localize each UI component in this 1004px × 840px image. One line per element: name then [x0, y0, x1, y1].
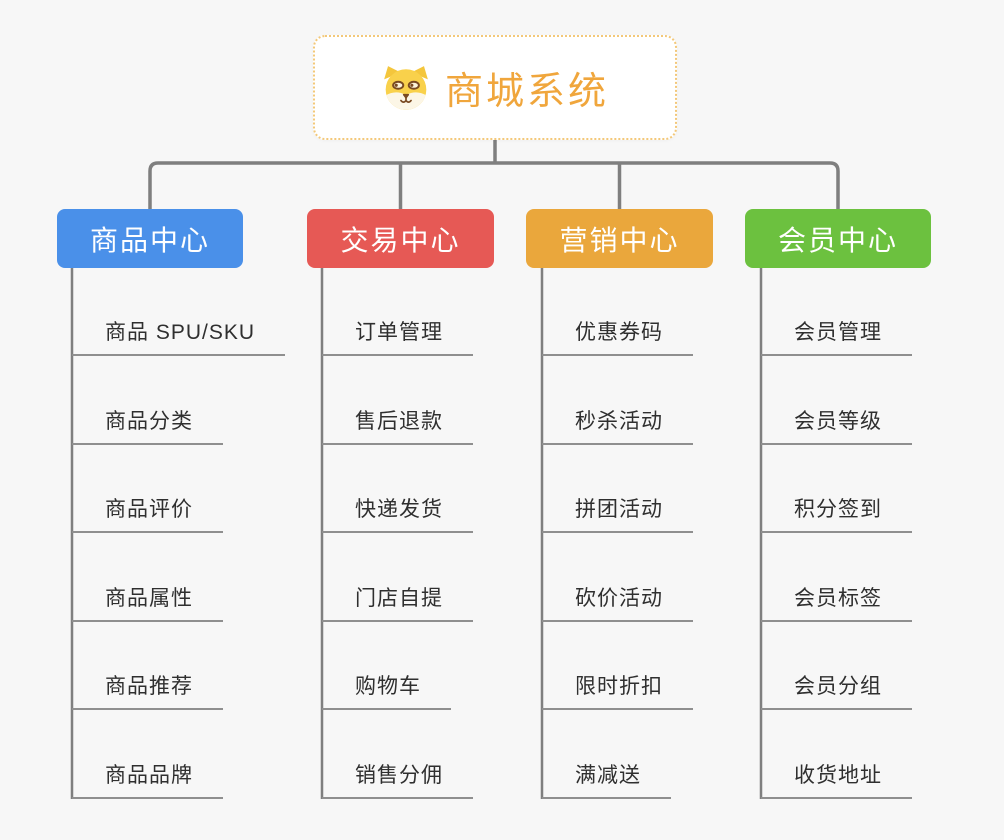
item-node[interactable]: 订单管理	[322, 318, 473, 356]
item-node[interactable]: 会员等级	[761, 407, 912, 445]
item-node[interactable]: 收货地址	[761, 761, 912, 799]
item-node[interactable]: 砍价活动	[542, 584, 693, 622]
item-node[interactable]: 优惠券码	[542, 318, 693, 356]
item-node[interactable]: 商品 SPU/SKU	[72, 318, 286, 356]
item-node[interactable]: 会员标签	[761, 584, 912, 622]
item-node[interactable]: 秒杀活动	[542, 407, 693, 445]
item-node[interactable]: 售后退款	[322, 407, 473, 445]
branch-node[interactable]: 会员中心	[745, 209, 931, 268]
item-node[interactable]: 商品推荐	[72, 672, 223, 710]
item-node[interactable]: 会员分组	[761, 672, 912, 710]
item-node[interactable]: 快递发货	[322, 495, 473, 533]
item-node[interactable]: 限时折扣	[542, 672, 693, 710]
item-node[interactable]: 会员管理	[761, 318, 912, 356]
item-node[interactable]: 销售分佣	[322, 761, 473, 799]
item-node[interactable]: 满减送	[542, 761, 671, 799]
root-node[interactable]: 商城系统	[313, 35, 677, 140]
branch-node[interactable]: 营销中心	[526, 209, 713, 268]
item-node[interactable]: 商品属性	[72, 584, 223, 622]
shiba-dog-icon	[381, 65, 431, 111]
item-node[interactable]: 商品品牌	[72, 761, 223, 799]
branch-node[interactable]: 交易中心	[307, 209, 494, 268]
item-node[interactable]: 拼团活动	[542, 495, 693, 533]
item-node[interactable]: 购物车	[322, 672, 451, 710]
item-node[interactable]: 积分签到	[761, 495, 912, 533]
branch-node[interactable]: 商品中心	[57, 209, 243, 268]
root-title: 商城系统	[444, 71, 609, 113]
item-node[interactable]: 门店自提	[322, 584, 473, 622]
item-node[interactable]: 商品分类	[72, 407, 223, 445]
item-node[interactable]: 商品评价	[72, 495, 223, 533]
